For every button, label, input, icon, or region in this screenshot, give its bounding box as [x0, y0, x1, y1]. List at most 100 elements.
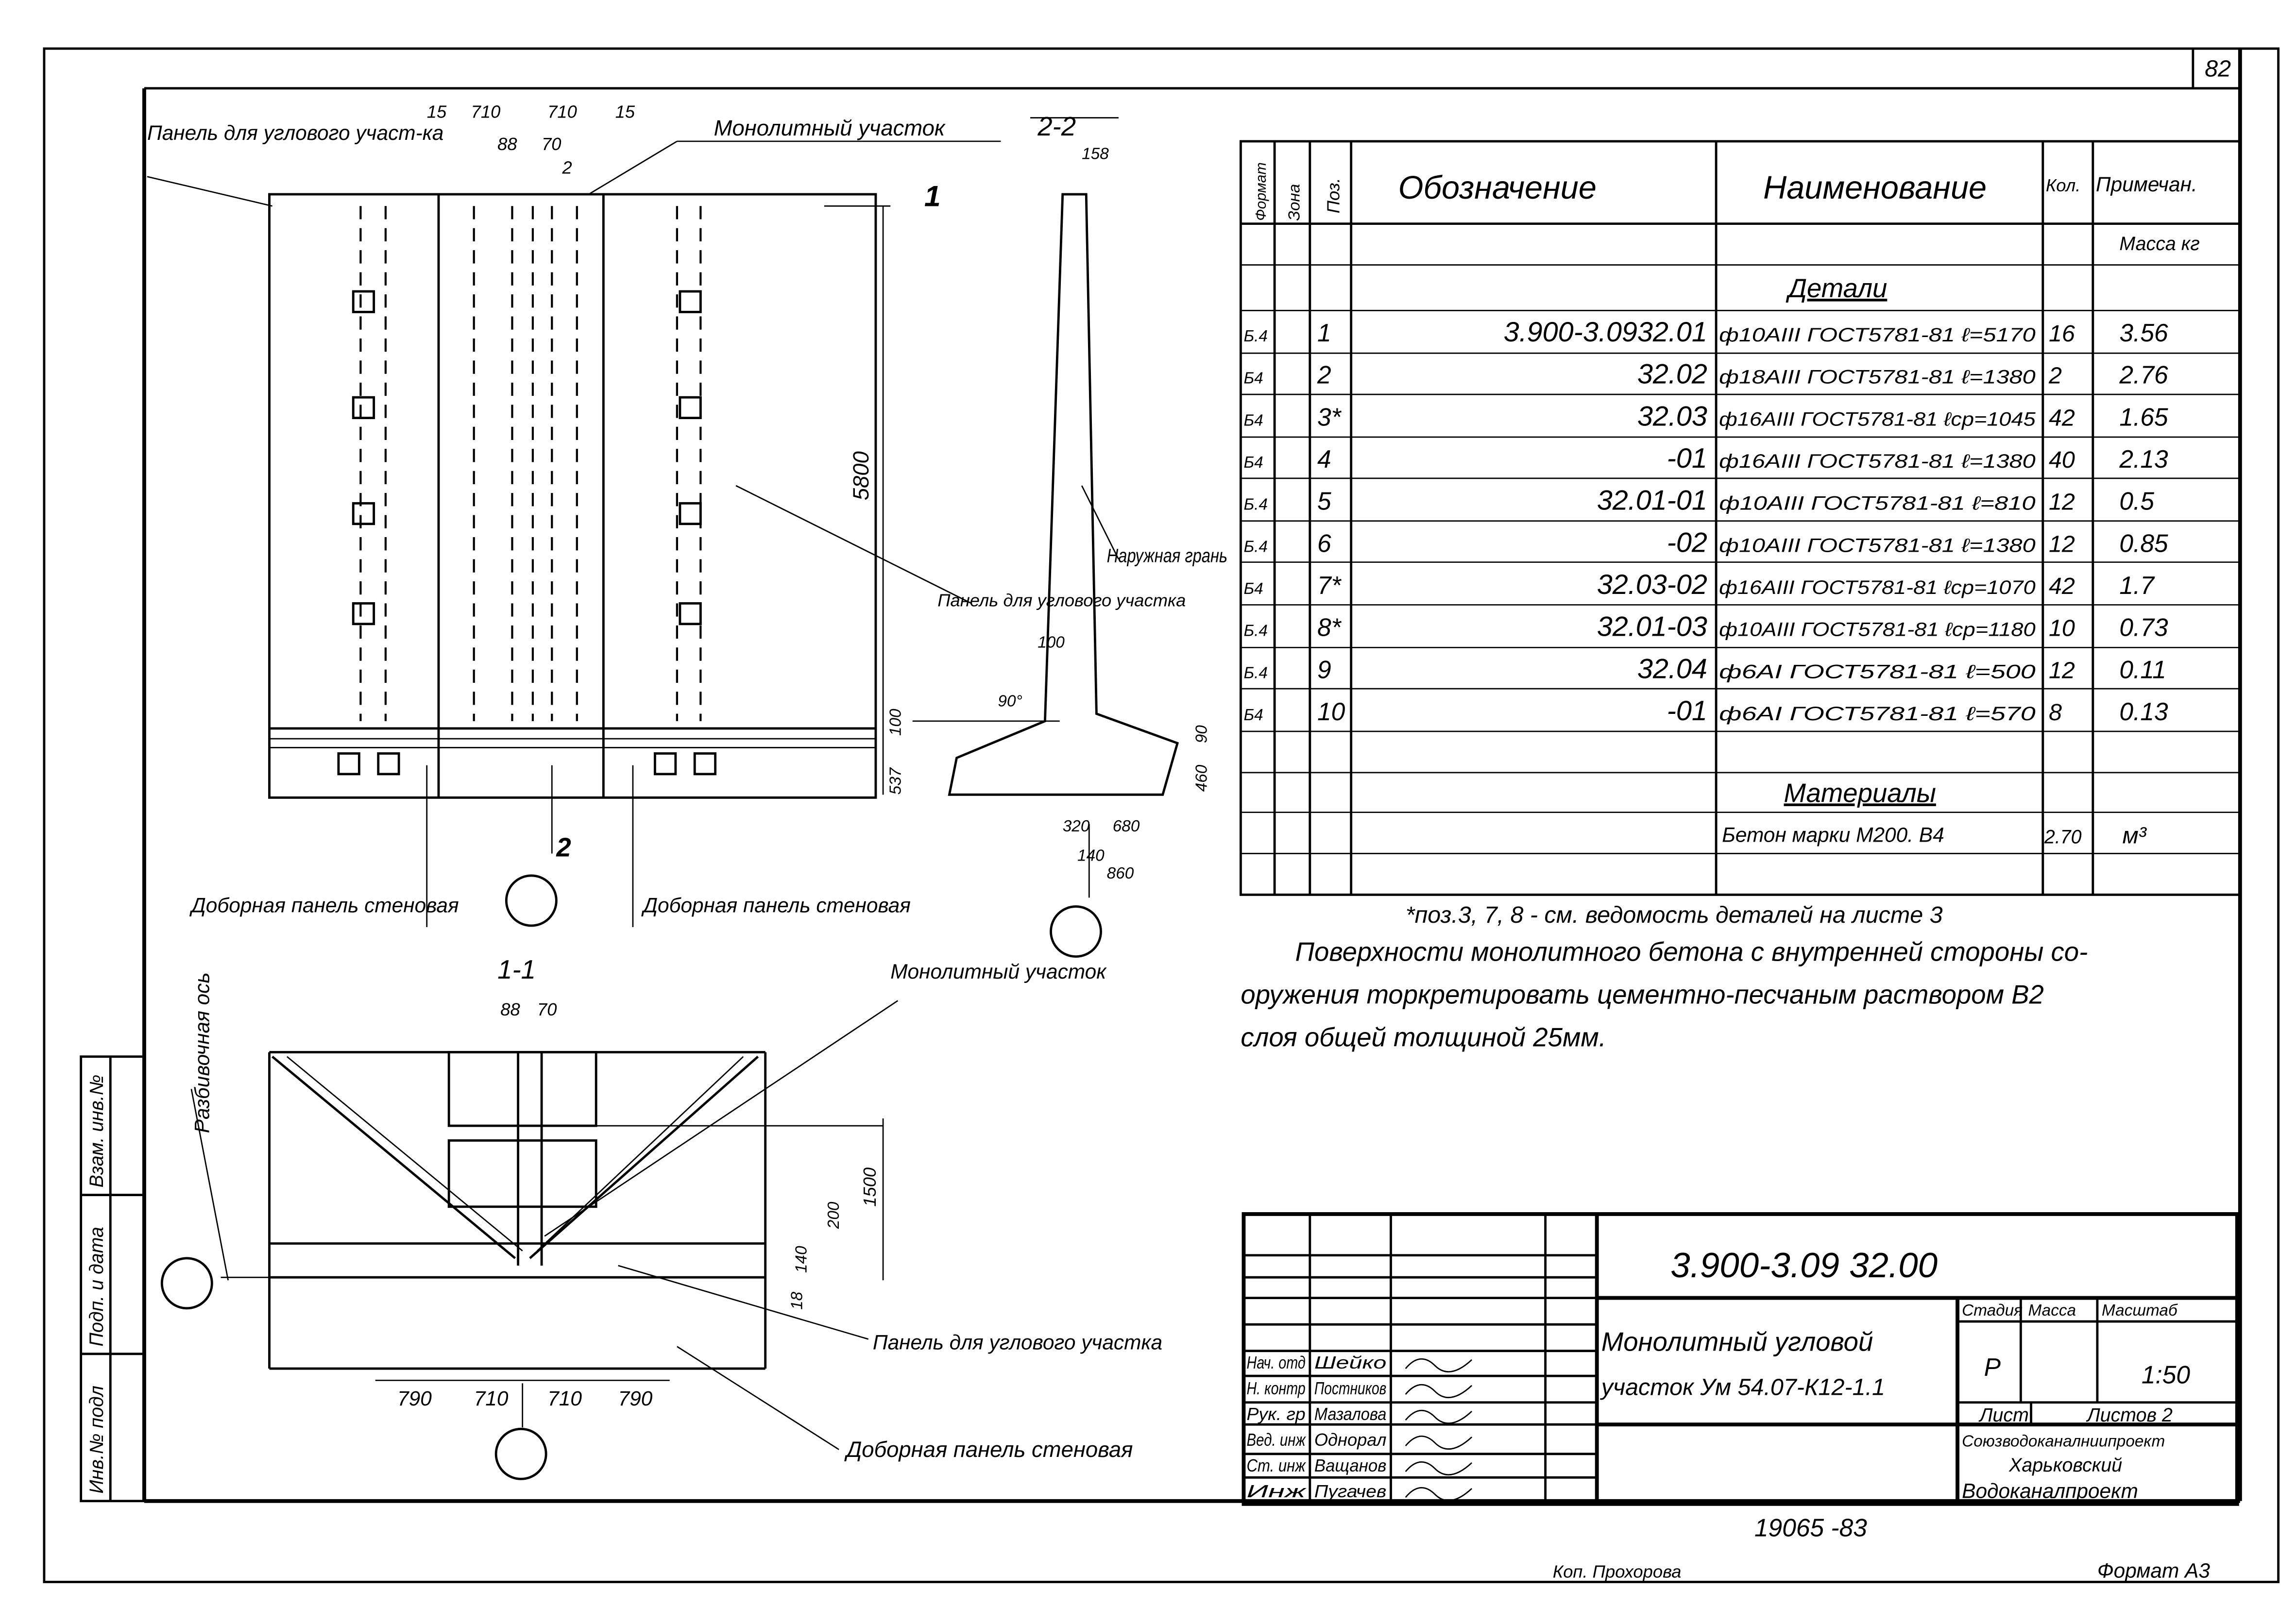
plan-dim-88: 88: [497, 134, 517, 154]
row-pos: 1: [1317, 319, 1331, 347]
row-format: Б.4: [1243, 496, 1268, 514]
section-2-2-angle: 90°: [998, 693, 1022, 710]
section-materials: Материалы: [1784, 778, 1936, 808]
row-format: Б.4: [1243, 538, 1268, 556]
section-2-2-dim-158: 158: [1082, 145, 1109, 163]
section-1-1-dim-70: 70: [537, 999, 557, 1019]
signature-mark: [1405, 1435, 1473, 1450]
plan-label-add-panel-left: Доборная панель стеновая: [189, 894, 459, 917]
plan-label-add-panel-right: Доборная панель стеновая: [641, 894, 911, 917]
title-line-1: Монолитный угловой: [1601, 1327, 1873, 1357]
section-1-1-dim-1500: 1500: [860, 1167, 880, 1207]
row-name: ф10АIII ГОСТ5781-81 ℓ=1380: [1719, 535, 2036, 556]
org-line-1: Союзводоканалниипроект: [1962, 1433, 2165, 1451]
row-name: ф16АIII ГОСТ5781-81 ℓ=1380: [1719, 451, 2036, 472]
row-name: ф10АIII ГОСТ5781-81 ℓср=1180: [1719, 619, 2036, 641]
row-qty: 12: [2049, 489, 2075, 515]
section-2-2-dim-460: 460: [1193, 764, 1211, 792]
row-format: Б4: [1243, 454, 1263, 472]
note-line-1: Поверхности монолитного бетона с внутрен…: [1295, 937, 2088, 967]
col-header-name: Наименование: [1763, 170, 1987, 206]
row-pos: 3*: [1317, 403, 1342, 431]
row-designation: 32.01-01: [1597, 485, 1707, 516]
section-1-1-dim-88: 88: [500, 999, 520, 1019]
row-designation: 32.04: [1637, 653, 1707, 684]
section-1-1-dim-710b: 710: [547, 1387, 582, 1410]
stage-value: Р: [1984, 1353, 2001, 1381]
section-1-1-corner-panel: Панель для углового участка: [873, 1331, 1162, 1354]
row-pos: 8*: [1317, 613, 1342, 642]
signer-row: Ст. инж Ващанов: [1247, 1455, 1473, 1475]
sheet-number: 82: [2205, 56, 2231, 82]
row-note: 0.85: [2119, 529, 2168, 557]
section-2-2-dim-537: 537: [886, 767, 904, 795]
row-qty: 10: [2049, 615, 2075, 642]
title-line-2: участок Ум 54.07-К12-1.1: [1600, 1374, 1885, 1401]
row-qty: 42: [2049, 405, 2075, 431]
signature-mark: [1405, 1487, 1473, 1502]
row-designation: -02: [1667, 527, 1707, 558]
signer-role: Н. контр: [1247, 1378, 1306, 1398]
stamp-inv-original: Инв.№ подл: [86, 1386, 107, 1493]
axis-marker-circle-2: [1050, 905, 1102, 958]
sheet-label: Лист: [1978, 1404, 2029, 1426]
row-note: 2.13: [2119, 445, 2168, 473]
section-1-1-title: 1-1: [497, 955, 536, 984]
signature-mark: [1405, 1358, 1473, 1372]
col-header-note: Примечан.: [2096, 173, 2197, 196]
scale-label: Масштаб: [2102, 1302, 2178, 1319]
row-qty: 12: [2049, 531, 2075, 557]
section-2-2-dim-140: 140: [1077, 847, 1105, 865]
axis-marker-circle-3: [494, 1427, 547, 1480]
row-format: Б4: [1243, 370, 1263, 388]
signer-name: Ващанов: [1314, 1455, 1386, 1475]
section-2-2-corner-panel: Панель для углового участка: [937, 590, 1186, 610]
row-format: Б.4: [1243, 622, 1268, 640]
section-1-1-dim-200: 200: [825, 1201, 843, 1229]
row-format: Б4: [1243, 411, 1263, 429]
section-1-1-add-panel: Доборная панель стеновая: [844, 1437, 1133, 1462]
note-line-2: оружения торкретировать цементно-песчаны…: [1241, 980, 2043, 1010]
plan-dim-710a: 710: [471, 101, 501, 121]
section-2-2-dim-680: 680: [1113, 817, 1140, 835]
row-note: 3.56: [2119, 319, 2168, 347]
signature-mark: [1405, 1409, 1473, 1424]
note-line-3: слоя общей толщиной 25мм.: [1241, 1022, 1606, 1052]
signer-row: Рук. гр Мазалова: [1247, 1404, 1473, 1424]
col-header-pos: Поз.: [1323, 178, 1343, 213]
mass-label: Масса: [2028, 1302, 2076, 1319]
row-qty: 40: [2049, 447, 2075, 473]
row-pos: 2: [1317, 361, 1331, 389]
row-note: 0.13: [2119, 697, 2168, 726]
row-pos: 10: [1317, 697, 1345, 726]
section-2-2-outer-face: Наружная грань: [1107, 545, 1227, 567]
row-name: ф18АIII ГОСТ5781-81 ℓ=1380: [1719, 367, 2036, 388]
row-pos: 5: [1317, 487, 1331, 515]
note-footnote: *поз.3, 7, 8 - см. ведомость деталей на …: [1406, 902, 1943, 928]
section-2-2-dim-860: 860: [1107, 864, 1134, 882]
signer-role: Вед. инж: [1247, 1430, 1307, 1450]
outer-border: [43, 47, 2280, 1583]
title-code: 3.900-3.09 32.00: [1670, 1246, 1938, 1285]
row-name: ф16АIII ГОСТ5781-81 ℓср=1045: [1719, 408, 2036, 430]
row-format: Б4: [1243, 580, 1263, 598]
row-designation: -01: [1667, 443, 1707, 474]
org-line-2: Харьковский: [2008, 1455, 2122, 1476]
plan-dim-2: 2: [562, 158, 572, 178]
signer-name: Мазалова: [1314, 1404, 1386, 1424]
row-format: Б.4: [1243, 664, 1268, 682]
plan-section-mark-2: 2: [556, 833, 571, 863]
signer-role: Нач. отд: [1247, 1353, 1306, 1372]
stamp-column: Инв.№ подл Подп. и дата Взам. инв.№: [80, 1055, 146, 1503]
signer-role: Рук. гр: [1247, 1404, 1306, 1424]
signer-role: Ст. инж: [1247, 1455, 1307, 1475]
section-1-1-dim-790b: 790: [618, 1387, 653, 1410]
axis-marker-circle-4: [160, 1257, 213, 1310]
col-header-qty: Кол.: [2046, 175, 2080, 195]
